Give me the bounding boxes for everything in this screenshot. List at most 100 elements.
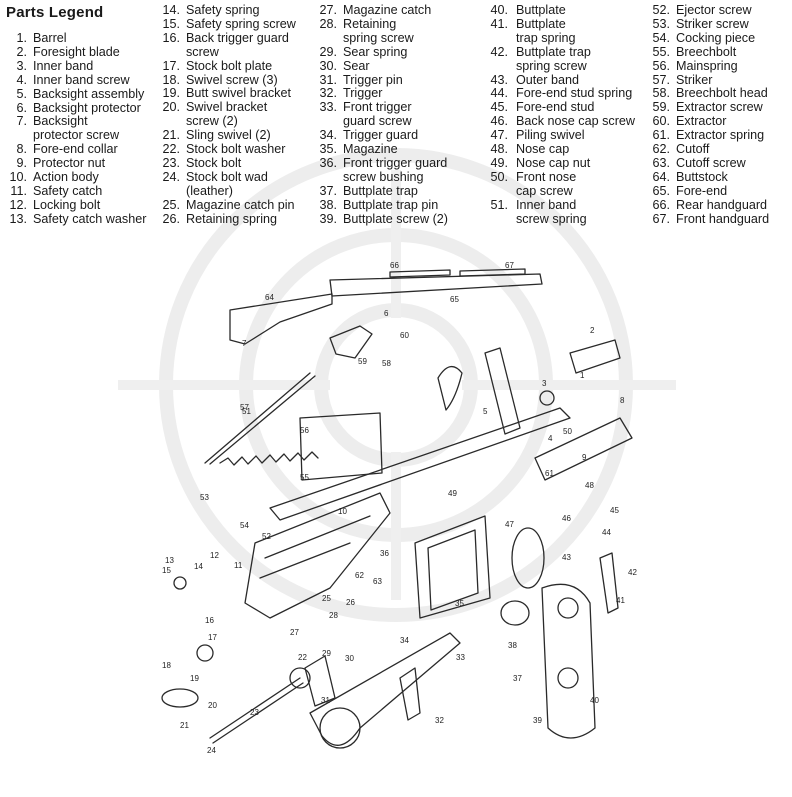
legend-item-number: 62. bbox=[652, 142, 670, 157]
legend-item-number: 47. bbox=[490, 128, 508, 143]
legend-item-number: 37. bbox=[319, 183, 337, 198]
legend-item-number: 42. bbox=[490, 44, 508, 59]
legend-item-label: Safety catch washer bbox=[33, 211, 147, 226]
callout-49: 49 bbox=[448, 489, 457, 498]
buttplate-shape bbox=[541, 583, 596, 739]
legend-item-label: Buttplate bbox=[516, 3, 566, 17]
legend-item-number: 7. bbox=[16, 114, 27, 129]
callout-27: 27 bbox=[290, 628, 299, 637]
legend-item-label: Buttplate bbox=[516, 16, 566, 31]
legend-item-label: Stock bolt bbox=[186, 155, 242, 170]
legend-item: 43.Outer band bbox=[487, 72, 579, 88]
legend-item-label: Cutoff screw bbox=[676, 155, 746, 170]
callout-56: 56 bbox=[300, 426, 309, 435]
callout-32: 32 bbox=[435, 716, 444, 725]
callout-51: 51 bbox=[242, 407, 251, 416]
legend-item-number: 19. bbox=[162, 86, 180, 101]
legend-item-label: Buttplate trap pin bbox=[343, 197, 439, 212]
callout-18: 18 bbox=[162, 661, 171, 670]
exploded-rifle-diagram: 1234567891011121314151617181920212223242… bbox=[161, 261, 637, 755]
legend-item-number: 65. bbox=[652, 183, 670, 198]
legend-item: 28.Retaining bbox=[316, 17, 396, 32]
callout-30: 30 bbox=[345, 654, 354, 663]
legend-item-number: 34. bbox=[319, 128, 337, 143]
legend-item-label: Front nose bbox=[516, 169, 577, 184]
callout-22: 22 bbox=[298, 653, 307, 662]
callout-6: 6 bbox=[384, 309, 389, 318]
legend-item-number: 66. bbox=[652, 197, 670, 212]
legend-item: 7.Backsight bbox=[6, 114, 87, 129]
legend-item: 2.Foresight blade bbox=[6, 45, 119, 60]
callout-59: 59 bbox=[358, 357, 367, 366]
legend-item-number: 3. bbox=[16, 58, 27, 73]
legend-item: 55.Breechbolt bbox=[649, 45, 736, 60]
legend-item-number: 13. bbox=[9, 211, 27, 226]
legend-item-number: 58. bbox=[652, 86, 670, 101]
callout-5: 5 bbox=[483, 407, 488, 416]
callout-17: 17 bbox=[208, 633, 217, 642]
callout-2: 2 bbox=[590, 326, 595, 335]
nose-cap-shape bbox=[534, 417, 633, 481]
legend-item-label: Breechbolt bbox=[676, 44, 737, 59]
legend-item: 63.Cutoff screw bbox=[649, 156, 745, 171]
legend-item-number: 20. bbox=[162, 100, 180, 115]
legend-item-label: Trigger bbox=[343, 86, 383, 101]
legend-item: 67.Front handguard bbox=[649, 212, 769, 227]
legend-item-label: Retaining spring bbox=[186, 211, 278, 226]
legend-item-label: Safety spring screw bbox=[186, 16, 296, 31]
callout-57: 57 bbox=[240, 403, 249, 412]
callout-42: 42 bbox=[628, 568, 637, 577]
legend-item: 4.Inner band screw bbox=[6, 72, 129, 88]
legend-item-continuation: screw (2) bbox=[186, 114, 238, 129]
legend-item-label: Safety spring bbox=[186, 3, 260, 17]
legend-item-number: 18. bbox=[162, 72, 180, 87]
legend-item-label: Trigger pin bbox=[343, 72, 403, 87]
legend-item-number: 23. bbox=[162, 155, 180, 170]
legend-item-label: Fore-end stud bbox=[516, 100, 595, 115]
legend-item-label: Foresight blade bbox=[33, 44, 120, 59]
legend-item: 29.Sear spring bbox=[316, 44, 407, 60]
legend-item-number: 61. bbox=[652, 128, 670, 143]
legend-item-label: Back trigger guard bbox=[186, 30, 289, 45]
legend-item-label: Trigger guard bbox=[343, 128, 419, 143]
legend-item-label: Striker screw bbox=[676, 16, 749, 31]
legend-item: 26.Retaining spring bbox=[159, 212, 277, 227]
legend-item-label: Fore-end collar bbox=[33, 142, 118, 157]
legend-item-label: Backsight assembly bbox=[33, 86, 145, 101]
legend-item: 45.Fore-end stud bbox=[487, 100, 594, 115]
legend-item-number: 16. bbox=[162, 30, 180, 45]
legend-item: 11.Safety catch bbox=[6, 184, 102, 199]
callout-3: 3 bbox=[542, 379, 547, 388]
legend-item-label: Extractor screw bbox=[676, 100, 763, 115]
callout-1: 1 bbox=[580, 371, 585, 380]
legend-item-continuation: screw bbox=[186, 44, 219, 59]
legend-item-label: Sear bbox=[343, 58, 370, 73]
callout-24: 24 bbox=[207, 746, 216, 755]
legend-item-label: Extractor bbox=[676, 114, 727, 129]
legend-item: 12.Locking bolt bbox=[6, 198, 100, 213]
legend-item-number: 4. bbox=[16, 72, 27, 87]
callout-9: 9 bbox=[582, 453, 587, 462]
legend-item-number: 64. bbox=[652, 169, 670, 184]
callout-31: 31 bbox=[321, 696, 330, 705]
callout-8: 8 bbox=[620, 396, 625, 405]
legend-item: 17.Stock bolt plate bbox=[159, 59, 272, 74]
legend-item-label: Action body bbox=[33, 170, 99, 185]
callout-34: 34 bbox=[400, 636, 409, 645]
legend-item-label: Ejector screw bbox=[676, 3, 752, 17]
legend-item-label: Piling swivel bbox=[516, 128, 585, 143]
legend-item-label: Striker bbox=[676, 72, 713, 87]
legend-item-number: 46. bbox=[490, 114, 508, 129]
legend-item-number: 43. bbox=[490, 72, 508, 87]
legend-item: 66.Rear handguard bbox=[649, 197, 767, 213]
legend-item: 25.Magazine catch pin bbox=[159, 198, 294, 213]
legend-item-number: 49. bbox=[490, 155, 508, 170]
legend-item: 39.Buttplate screw (2) bbox=[316, 212, 448, 227]
legend-item-number: 59. bbox=[652, 100, 670, 115]
legend-item-number: 29. bbox=[319, 44, 337, 59]
legend-item: 40.Buttplate bbox=[487, 3, 565, 18]
legend-item: 64.Buttstock bbox=[649, 169, 727, 185]
legend-item-number: 10. bbox=[9, 170, 27, 185]
trigger-guard-shape bbox=[309, 632, 461, 746]
